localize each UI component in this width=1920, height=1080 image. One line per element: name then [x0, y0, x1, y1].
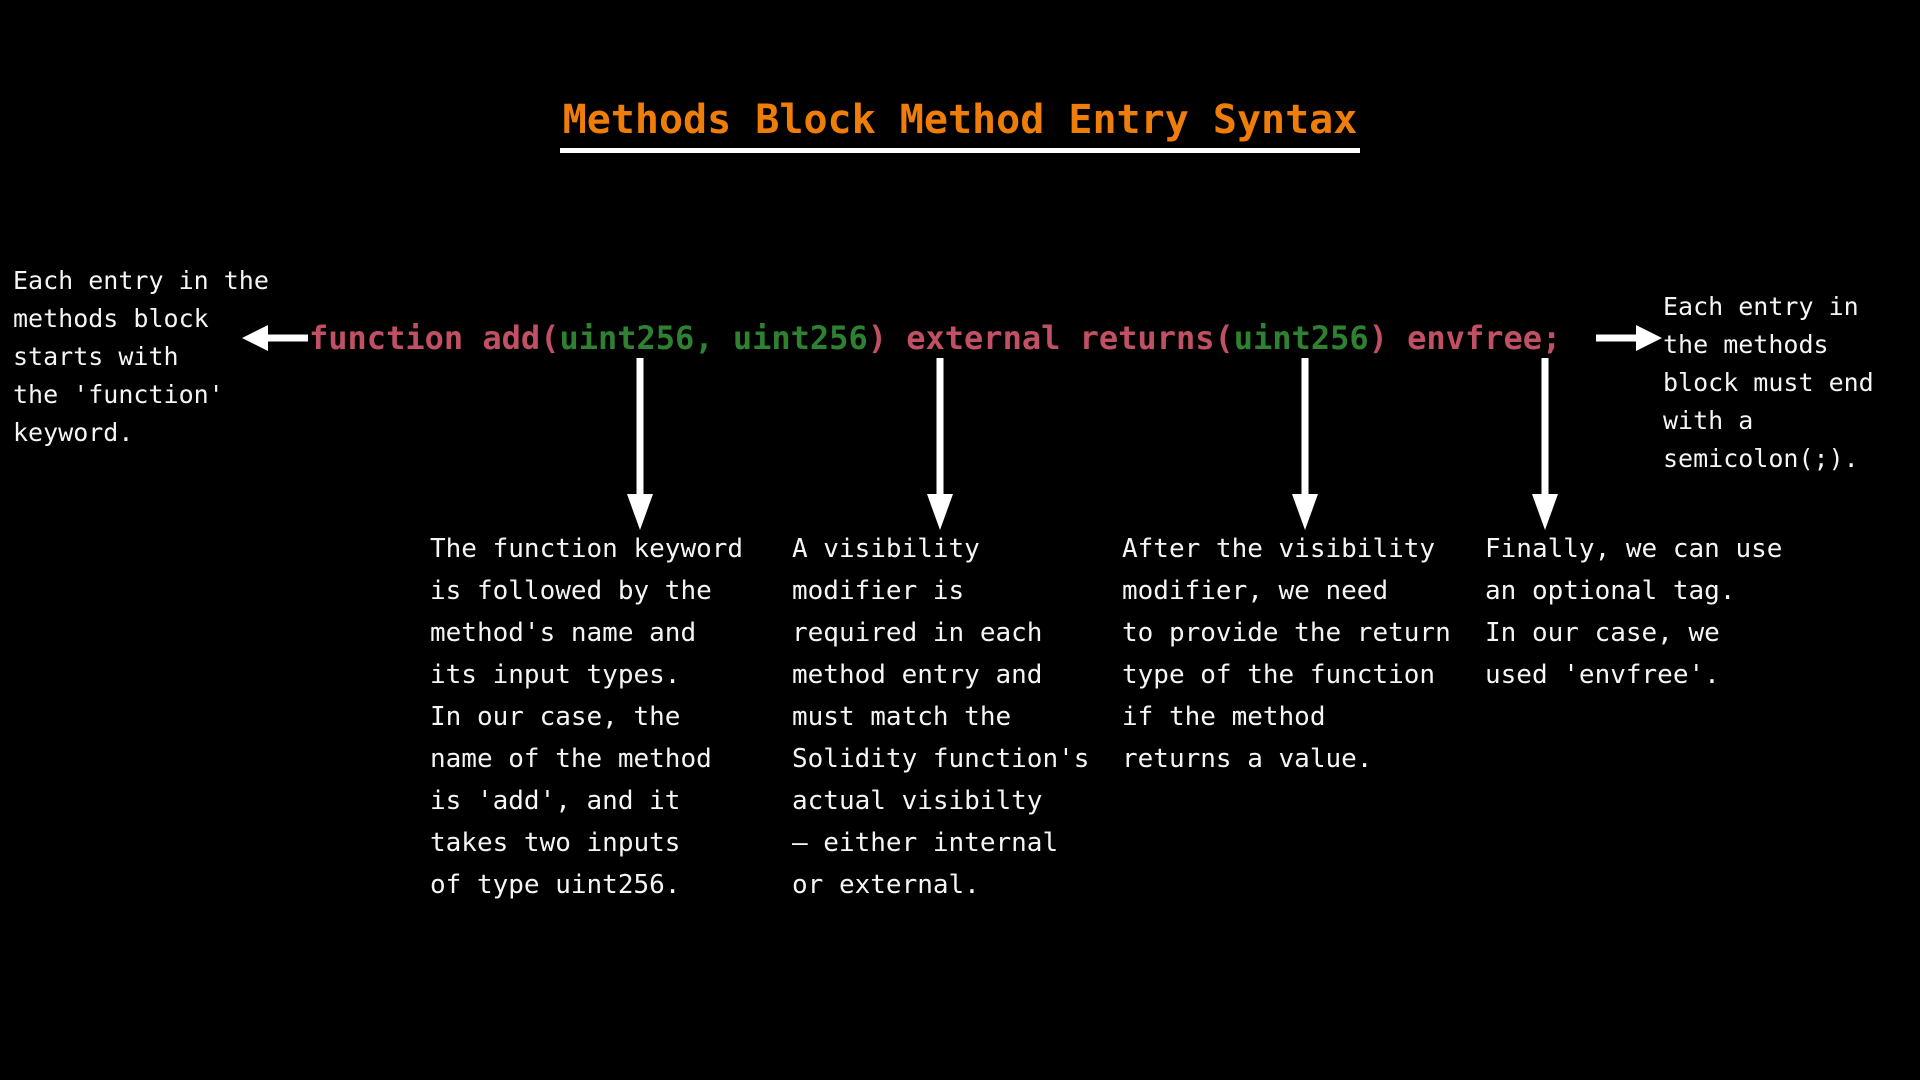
text-line: Each entry in the — [13, 266, 269, 295]
text-line: if the method — [1122, 702, 1326, 732]
code-segment-return-type: uint256 — [1233, 319, 1369, 357]
text-line: After the visibility — [1122, 534, 1436, 564]
arrow-down-icon-function — [626, 358, 654, 530]
text-line: method entry and — [792, 660, 1043, 690]
text-line: block must end — [1663, 368, 1874, 397]
text-line: or external. — [792, 870, 980, 900]
text-line: takes two inputs — [430, 828, 681, 858]
page-title: Methods Block Method Entry Syntax — [559, 98, 1361, 153]
code-segment-function-add: function add( — [309, 319, 560, 357]
code-line: function add(uint256, uint256) external … — [309, 318, 1561, 358]
text-line: must match the — [792, 702, 1012, 732]
code-segment-external-returns: ) external returns( — [867, 319, 1234, 357]
text-line: the 'function' — [13, 380, 224, 409]
text-line: its input types. — [430, 660, 681, 690]
text-line: is followed by the — [430, 576, 712, 606]
text-line: keyword. — [13, 418, 134, 447]
text-line: Finally, we can use — [1485, 534, 1783, 564]
text-line: A visibility — [792, 534, 980, 564]
text-line: an optional tag. — [1485, 576, 1736, 606]
arrow-right-icon — [1596, 323, 1662, 353]
text-line: actual visibilty — [792, 786, 1043, 816]
text-line: required in each — [792, 618, 1043, 648]
code-segment-envfree: ) envfree; — [1368, 319, 1562, 357]
text-line: The function keyword — [430, 534, 744, 564]
text-line: returns a value. — [1122, 744, 1373, 774]
text-line: is 'add', and it — [430, 786, 681, 816]
note-left: Each entry in the methods block starts wit… — [13, 262, 269, 452]
arrow-left-icon — [242, 323, 308, 353]
arrow-down-icon-visibility — [926, 358, 954, 530]
text-line: to provide the return — [1122, 618, 1451, 648]
annotation-return-type: After the visibility modifier, we need to … — [1122, 528, 1451, 780]
text-line: with a — [1663, 406, 1754, 435]
text-line: semicolon(;). — [1663, 444, 1859, 473]
text-line: modifier, we need — [1122, 576, 1389, 606]
annotation-visibility-modifier: A visibility modifier is required in each m… — [792, 528, 1089, 906]
arrow-down-icon-envfree — [1531, 358, 1559, 530]
text-line: modifier is — [792, 576, 965, 606]
text-line: methods block — [13, 304, 209, 333]
text-line: starts with — [13, 342, 179, 371]
code-segment-input-types: uint256, uint256 — [559, 319, 868, 357]
text-line: In our case, we — [1485, 618, 1720, 648]
text-line: of type uint256. — [430, 870, 681, 900]
annotation-function-name-inputs: The function keyword is followed by the me… — [430, 528, 743, 906]
text-line: used 'envfree'. — [1485, 660, 1720, 690]
text-line: name of the method — [430, 744, 712, 774]
title-wrap: Methods Block Method Entry Syntax — [0, 98, 1920, 153]
text-line: the methods — [1663, 330, 1829, 359]
text-line: Each entry in — [1663, 292, 1859, 321]
text-line: method's name and — [430, 618, 697, 648]
annotation-optional-tag: Finally, we can use an optional tag. In ou… — [1485, 528, 1782, 696]
note-right: Each entry in the methods block must end wi… — [1663, 288, 1874, 478]
arrow-down-icon-returns — [1291, 358, 1319, 530]
text-line: Solidity function's — [792, 744, 1090, 774]
text-line: — either internal — [792, 828, 1059, 858]
text-line: In our case, the — [430, 702, 681, 732]
text-line: type of the function — [1122, 660, 1436, 690]
